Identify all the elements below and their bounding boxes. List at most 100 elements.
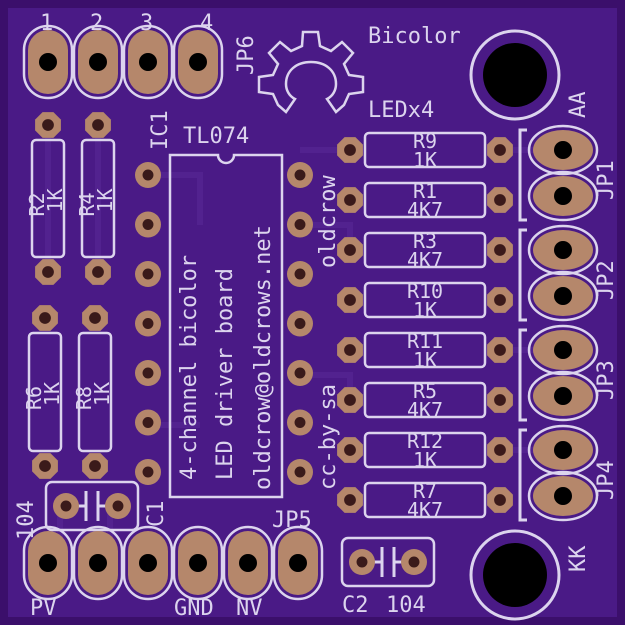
ic-pin [135, 162, 161, 188]
gear-logo [257, 30, 365, 114]
cap-c2-ref: C2 [342, 593, 369, 618]
resistor-pad [487, 387, 513, 413]
header-top-pad [22, 24, 74, 100]
side-label-oldcrow: oldcrow [316, 175, 341, 268]
resistor-ref: R7 [413, 479, 437, 503]
resistor-ref: R5 [413, 379, 437, 403]
resistor-pad [35, 112, 61, 138]
resistor-ref: R4 [75, 192, 99, 216]
header-bottom-pad [222, 525, 274, 601]
header-top-pad [122, 24, 174, 100]
jumper-pad [527, 124, 599, 176]
ic-body [168, 153, 284, 499]
header-top-label: JP6 [234, 35, 259, 75]
resistor-pad [487, 487, 513, 513]
resistor-pad [487, 287, 513, 313]
jumper-pad [527, 470, 599, 522]
header-bottom-pv: PV [30, 596, 57, 621]
jumper-pad [527, 270, 599, 322]
resistor-pad [337, 437, 363, 463]
jumper-pad [527, 424, 599, 476]
cap-c2-outline [340, 536, 436, 588]
ic-pin [287, 162, 313, 188]
ic-pin [135, 360, 161, 386]
jumper-label-jp1: JP1 [594, 160, 619, 200]
jumper-pad [527, 370, 599, 422]
resistor-ref: R3 [413, 229, 437, 253]
cap-pad [401, 549, 427, 575]
resistor-pad [32, 453, 58, 479]
board-title: Bicolor [368, 24, 461, 49]
ic-pin [287, 261, 313, 287]
jumper-label-jp2: JP2 [594, 260, 619, 300]
resistor-pad [35, 259, 61, 285]
resistor-ref: R8 [72, 386, 96, 410]
resistor-value: 1K [413, 298, 437, 322]
header-bottom-pad [22, 525, 74, 601]
resistor-pad [487, 337, 513, 363]
side-label-license: cc-by-sa [316, 384, 341, 490]
label-kk: KK [566, 545, 591, 572]
jumper-label-jp3: JP3 [594, 360, 619, 400]
header-bottom-pad [72, 525, 124, 601]
ic-pin [287, 409, 313, 436]
header-bottom-pad [172, 525, 224, 601]
resistor-value: 1K [43, 188, 67, 212]
jumper-pad [527, 170, 599, 222]
ic-text-line-3: oldcrow@oldcrows.net [251, 225, 276, 490]
resistor-pad [487, 187, 513, 213]
resistor-value: 1K [413, 348, 437, 372]
resistor-pad [337, 487, 363, 513]
resistor-ref: R9 [413, 129, 437, 153]
header-top-pin-4: 4 [200, 11, 213, 36]
resistor-value: 4K7 [407, 498, 443, 522]
resistor-value: 1K [413, 148, 437, 172]
resistor-pad [337, 137, 363, 163]
ic-pin [287, 459, 313, 485]
resistor-value: 4K7 [407, 248, 443, 272]
header-top-pin-2: 2 [90, 11, 103, 36]
jumper-brackets [518, 128, 527, 522]
ic-part: TL074 [183, 124, 249, 149]
ic-pin [287, 211, 313, 238]
resistor-pad [487, 437, 513, 463]
pads [22, 24, 599, 601]
resistor-pad [487, 137, 513, 163]
resistor-pad [32, 305, 58, 331]
ic-pin [135, 409, 161, 436]
cap-c1-value: 104 [14, 500, 39, 540]
cap-pad [349, 549, 375, 575]
resistor-pad [337, 237, 363, 263]
ic-pin [287, 310, 313, 337]
cap-pad [105, 493, 131, 519]
resistor-pad [85, 259, 111, 285]
board-subtitle: LEDx4 [368, 98, 434, 123]
cap-c1-outline [44, 480, 140, 532]
header-bottom-pad [122, 525, 174, 601]
header-bottom-label: JP5 [272, 508, 312, 533]
cap-c1-ref: C1 [144, 501, 169, 528]
ic-ref: IC1 [148, 110, 173, 150]
resistor-value: 4K7 [407, 398, 443, 422]
jumper-pad [527, 224, 599, 276]
header-top-pin-1: 1 [40, 11, 53, 36]
jumper-pad [527, 324, 599, 376]
resistor-pad [337, 287, 363, 313]
resistor-value: 1K [413, 448, 437, 472]
resistor-pad [487, 237, 513, 263]
ic-pin [287, 360, 313, 386]
resistor-pad [85, 112, 111, 138]
header-top-pin-3: 3 [140, 11, 153, 36]
resistor-pad [337, 337, 363, 363]
